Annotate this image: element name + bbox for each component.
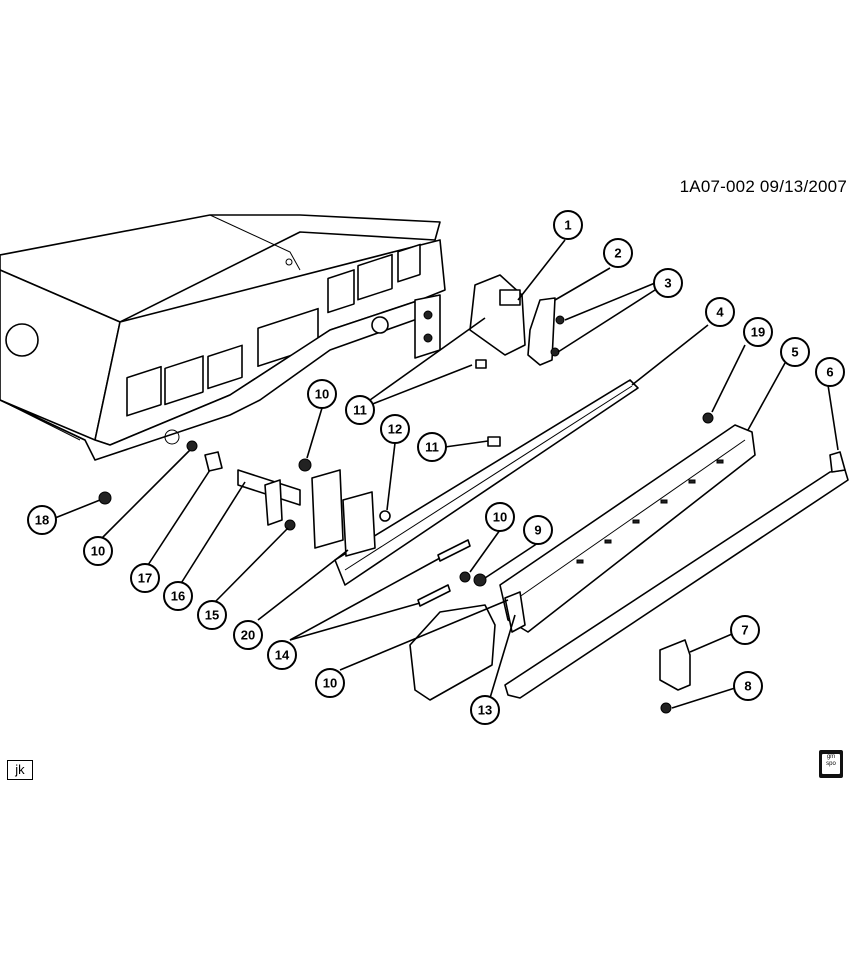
callout-11-lower: 11 bbox=[417, 432, 447, 462]
svg-text:3: 3 bbox=[664, 276, 671, 291]
part-6-molding bbox=[504, 469, 849, 699]
svg-text:6: 6 bbox=[826, 365, 833, 380]
svg-text:20: 20 bbox=[241, 628, 255, 643]
callout-1: 1 bbox=[553, 210, 583, 240]
svg-text:9: 9 bbox=[534, 523, 541, 538]
svg-text:13: 13 bbox=[478, 703, 492, 718]
svg-text:5: 5 bbox=[791, 345, 798, 360]
callout-14: 14 bbox=[267, 640, 297, 670]
artist-initials-box: jk bbox=[7, 760, 33, 780]
callout-18: 18 bbox=[27, 505, 57, 535]
part-2-bracket bbox=[527, 297, 556, 366]
callout-11-upper: 11 bbox=[345, 395, 375, 425]
callout-10-mid: 10 bbox=[485, 502, 515, 532]
svg-text:11: 11 bbox=[353, 403, 367, 418]
svg-text:10: 10 bbox=[493, 510, 507, 525]
svg-text:12: 12 bbox=[388, 422, 402, 437]
gm-spo-logo: gm spo bbox=[819, 750, 843, 778]
svg-text:4: 4 bbox=[716, 305, 724, 320]
callout-4: 4 bbox=[705, 297, 735, 327]
svg-text:8: 8 bbox=[744, 679, 751, 694]
svg-text:18: 18 bbox=[35, 513, 49, 528]
bumper-end-extension bbox=[409, 604, 496, 701]
svg-text:7: 7 bbox=[741, 623, 748, 638]
svg-text:10: 10 bbox=[315, 387, 329, 402]
callout-12: 12 bbox=[380, 414, 410, 444]
svg-text:11: 11 bbox=[425, 440, 439, 455]
svg-text:2: 2 bbox=[614, 246, 621, 261]
part-1-bracket bbox=[469, 274, 526, 356]
callout-17: 17 bbox=[130, 563, 160, 593]
callout-7: 7 bbox=[730, 615, 760, 645]
part-7-end-cap bbox=[659, 639, 691, 691]
callout-8: 8 bbox=[733, 671, 763, 701]
svg-text:15: 15 bbox=[205, 608, 219, 623]
callout-10-left: 10 bbox=[83, 536, 113, 566]
vehicle-rear-body bbox=[0, 214, 446, 461]
leader-lines bbox=[54, 239, 839, 709]
diagram-reference-code: 1A07-002 09/13/2007 bbox=[679, 177, 847, 196]
callout-13: 13 bbox=[470, 695, 500, 725]
svg-text:10: 10 bbox=[91, 544, 105, 559]
callout-20: 20 bbox=[233, 620, 263, 650]
callout-6: 6 bbox=[815, 357, 845, 387]
callout-3: 3 bbox=[653, 268, 683, 298]
callout-15: 15 bbox=[197, 600, 227, 630]
callout-10-lower: 10 bbox=[315, 668, 345, 698]
part-20-plate bbox=[342, 491, 376, 557]
svg-text:19: 19 bbox=[751, 325, 765, 340]
svg-text:14: 14 bbox=[275, 648, 290, 663]
part-5-bumper bbox=[499, 424, 756, 633]
svg-text:17: 17 bbox=[138, 571, 152, 586]
gm-spo-logo-text: gm spo bbox=[822, 754, 840, 774]
svg-text:10: 10 bbox=[323, 676, 337, 691]
callout-19: 19 bbox=[743, 317, 773, 347]
callout-2: 2 bbox=[603, 238, 633, 268]
callout-16: 16 bbox=[163, 581, 193, 611]
svg-text:1: 1 bbox=[564, 218, 571, 233]
callout-10-upper: 10 bbox=[307, 379, 337, 409]
callout-9: 9 bbox=[523, 515, 553, 545]
svg-text:16: 16 bbox=[171, 589, 185, 604]
callout-5: 5 bbox=[780, 337, 810, 367]
